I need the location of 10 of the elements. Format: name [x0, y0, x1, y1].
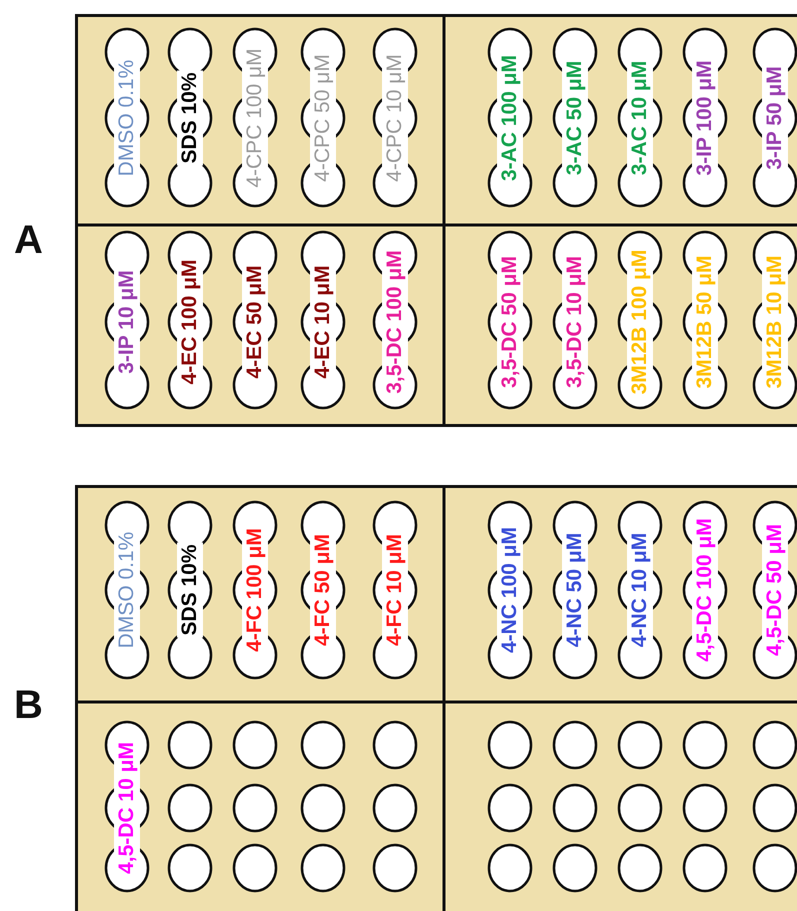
well-label: SDS 10% [177, 70, 203, 166]
panel-letter: A [14, 220, 43, 260]
well-label: 4,5-DC 10 μM [114, 740, 140, 876]
well-label: SDS 10% [177, 542, 203, 638]
panel-letter: B [14, 685, 43, 725]
well-label: 3-IP 10 μM [114, 268, 140, 376]
well-label: 4-EC 100 μM [177, 258, 203, 386]
well-label: 3,5-DC 50 μM [497, 254, 523, 390]
well-label: 4,5-DC 50 μM [762, 522, 788, 658]
well-label: 3,5-DC 10 μM [562, 254, 588, 390]
